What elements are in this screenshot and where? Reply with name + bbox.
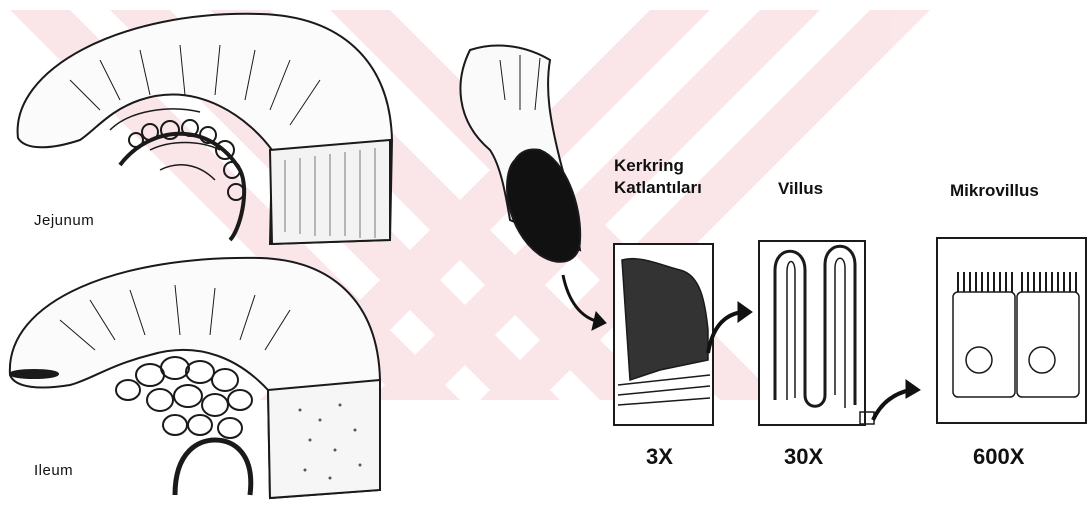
jejunum-label: Jejunum	[34, 212, 94, 229]
kerkring-title: Kerkring Katlantıları	[614, 155, 702, 199]
kerkring-title-line1: Kerkring	[614, 155, 702, 177]
kerkring-magnification: 3X	[646, 444, 673, 470]
ileum-label: Ileum	[34, 462, 73, 479]
villus-panel	[758, 240, 866, 426]
kerkring-title-line2: Katlantıları	[614, 177, 702, 199]
villus-title: Villus	[778, 178, 823, 200]
microvillus-title: Mikrovillus	[950, 180, 1039, 202]
kerkring-panel	[613, 243, 714, 426]
villus-magnification: 30X	[784, 444, 823, 470]
microvillus-panel	[936, 237, 1087, 424]
microvillus-magnification: 600X	[973, 444, 1024, 470]
